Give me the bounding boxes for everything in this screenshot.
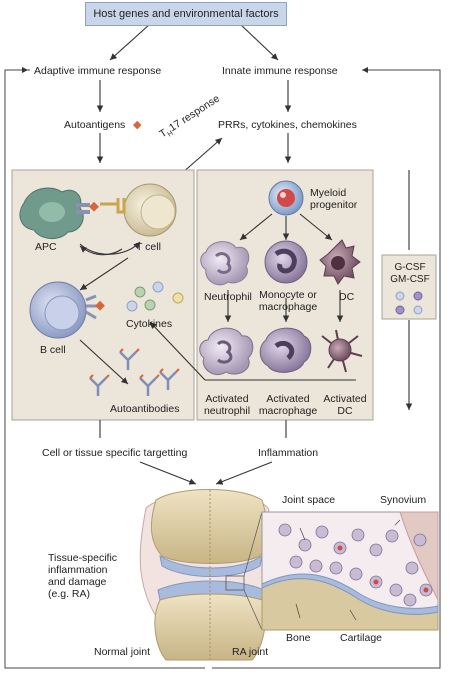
csf-box (381, 254, 437, 320)
activated-macrophage-nucleus (274, 340, 295, 360)
autoantibodies-label: Autoantibodies (110, 403, 180, 415)
cytokine-dot (134, 286, 146, 298)
host-factors-label: Host genes and environmental factors (93, 8, 279, 20)
csf-dot (395, 291, 405, 301)
csf-dot (395, 305, 405, 315)
dc-label: DC (339, 291, 355, 303)
targeting-arrow (139, 461, 197, 485)
targeting-label: Cell or tissue specific targetting (42, 447, 188, 459)
prrs-label: PRRs, cytokines, chemokines (218, 119, 357, 131)
act-dc-label-2: DC (337, 405, 353, 417)
cytokine-dot (172, 292, 184, 304)
act-macrophage-label-2: macrophage (258, 405, 318, 417)
t-cell-nucleus (140, 194, 176, 230)
tissue-label-1: Tissue-specific (48, 552, 118, 564)
csf-dot (413, 305, 423, 315)
synovium-label: Synovium (380, 494, 427, 506)
activated-dc-cell (328, 338, 352, 362)
neutrophil-cell (200, 241, 250, 286)
monocyte-label-2: macrophage (258, 301, 318, 313)
activated-macrophage-cell (259, 327, 312, 373)
b-to-antibodies-arrow (79, 339, 129, 385)
ra-joint-label: RA joint (232, 646, 269, 658)
activated-to-cytokines-arrow (149, 321, 206, 381)
monocyte-label-1: Monocyte or (259, 289, 317, 301)
zoom-box (225, 575, 245, 591)
neutrophil-nucleus (214, 252, 232, 274)
tcr-receptor (100, 198, 126, 214)
normal-joint-label: Normal joint (94, 646, 151, 658)
gmcsf-label: GM-CSF (390, 274, 430, 285)
act-neutrophil-label-2: neutrophil (203, 405, 251, 417)
myeloid-nucleus (277, 189, 295, 207)
antibody-group (89, 351, 177, 396)
mhc-receptor-2 (76, 210, 90, 214)
inset-cells (278, 523, 433, 607)
tissue-label-4: (e.g. RA) (48, 588, 91, 600)
cytokine-dot (152, 281, 164, 293)
activated-neutrophil-cell (199, 327, 254, 376)
t-cell-label: T cell (136, 241, 161, 253)
myeloid-label-2: progenitor (310, 199, 358, 211)
activated-neutrophil-nucleus (216, 340, 233, 364)
to-neutrophil-arrow (239, 213, 273, 241)
monocyte-cell (264, 240, 308, 284)
myeloid-label-1: Myeloid (310, 187, 347, 199)
cartilage-label: Cartilage (340, 632, 383, 644)
myeloid-spot (280, 192, 286, 198)
antigen-diamond (89, 201, 99, 212)
b-cell-label: B cell (40, 344, 66, 356)
inset-pointers (299, 519, 401, 541)
dc-nucleus (331, 256, 345, 270)
monocyte-nucleus (274, 248, 297, 274)
joint-space-label: Joint space (282, 494, 336, 506)
neutrophil-label: Neutrophil (204, 291, 252, 303)
inflammation-label: Inflammation (258, 447, 319, 459)
antibody-tips (89, 348, 180, 379)
adaptive-response-label: Adaptive immune response (34, 65, 162, 77)
autoantigens-label: Autoantigens (64, 119, 126, 131)
act-macrophage-label-1: Activated (266, 393, 310, 405)
apc-label: APC (35, 241, 57, 253)
t-to-b-arrow (79, 257, 129, 291)
t-apc-arrow (79, 245, 123, 256)
gcsf-label: G-CSF (394, 262, 426, 273)
bone-label: Bone (286, 632, 311, 644)
csf-dot (413, 291, 423, 301)
inset-synovium (399, 511, 439, 601)
b-antigen (95, 300, 105, 311)
right-feedback-line (212, 67, 441, 669)
upper-cartilage (159, 554, 263, 577)
to-dc-arrow (299, 213, 333, 241)
cytokine-dot (126, 300, 138, 312)
act-neutrophil-label-1: Activated (205, 393, 249, 405)
host-factors-box: Host genes and environmental factors (85, 2, 287, 26)
cytokine-dot (144, 299, 156, 311)
apc-nucleus (39, 202, 65, 222)
cytokines-label: Cytokines (126, 318, 173, 330)
autoantigen-diamond-icon: ◆ (133, 119, 142, 131)
act-dc-label-1: Activated (323, 393, 367, 405)
zoom-lines (243, 511, 263, 631)
inset-red-cells (337, 545, 429, 593)
b-cell-nucleus (44, 295, 80, 331)
arrow-to-adaptive (109, 23, 151, 61)
innate-response-label: Innate immune response (222, 65, 338, 77)
inset-pointers-bottom (295, 603, 357, 621)
mhc-receptor (76, 203, 90, 207)
csf-labels: G-CSF GM-CSF (386, 262, 434, 286)
tissue-label-2: inflammation (48, 564, 108, 576)
arrow-to-innate (239, 23, 279, 61)
tissue-label-3: and damage (48, 576, 107, 588)
inflammation-arrow (215, 461, 273, 485)
inset-cartilage (261, 573, 439, 615)
